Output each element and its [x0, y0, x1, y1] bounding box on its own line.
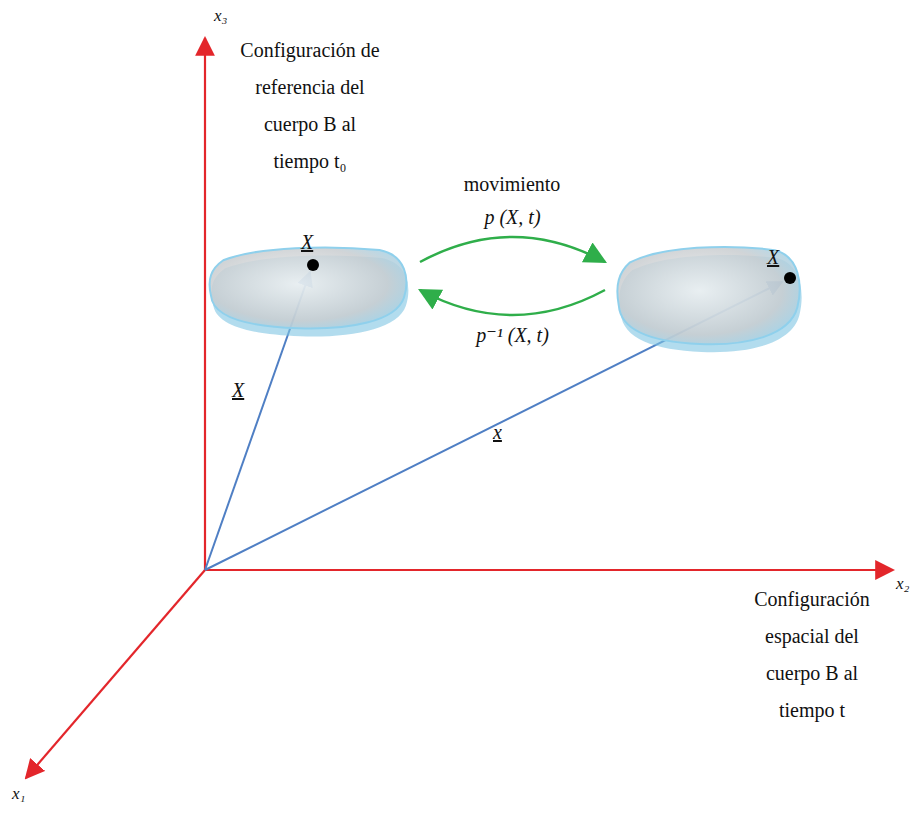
vector-label: X	[232, 378, 244, 402]
axis-label: x₃	[214, 4, 227, 28]
body-shape	[200, 28, 420, 340]
axis-x2	[205, 569, 893, 571]
material-point	[784, 272, 796, 284]
axis-label: x₂	[896, 572, 909, 596]
axis-x3	[204, 38, 206, 570]
vector-label: x	[493, 420, 502, 444]
motion-arrow	[420, 290, 605, 315]
body-heading: Configuración espacial del cuerpo B al t…	[742, 581, 882, 729]
point-label: X	[301, 231, 313, 253]
body-shape	[605, 238, 910, 713]
body-configuration: Configuración de referencia del cuerpo B…	[200, 28, 420, 340]
mapping-label: p⁻¹ (X, t)	[474, 323, 551, 347]
body-heading: Configuración de referencia del cuerpo B…	[240, 32, 380, 180]
material-point	[307, 259, 319, 271]
motion-caption: movimiento	[464, 172, 561, 196]
axis-label: x₁	[12, 782, 25, 806]
mapping-label: p (X, t)	[482, 205, 542, 229]
axis-x1	[26, 570, 205, 778]
motion-arrow	[420, 237, 605, 262]
body-configuration: X Configuración espacial del cuerpo B al …	[605, 238, 910, 733]
point-label: X	[767, 246, 779, 268]
